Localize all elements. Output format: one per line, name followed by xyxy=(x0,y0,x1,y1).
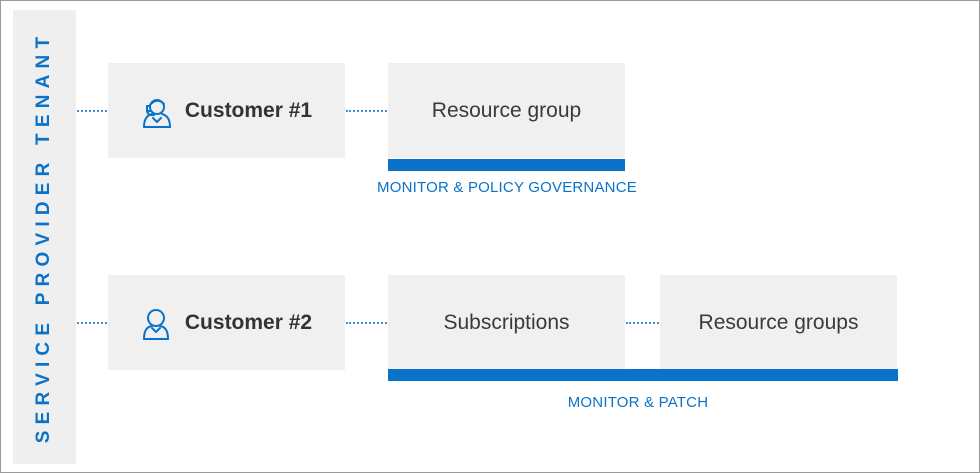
support-agent-icon xyxy=(141,94,171,128)
user-icon xyxy=(141,306,171,340)
resource-group-label: Resource group xyxy=(431,98,582,122)
monitor-patch-caption: MONITOR & PATCH xyxy=(567,394,709,411)
monitor-policy-governance-caption: MONITOR & POLICY GOVERNANCE xyxy=(377,179,637,196)
service-provider-tenant-panel xyxy=(13,10,76,464)
resource-group-box: Resource group xyxy=(388,63,625,158)
resource-groups-label: Resource groups xyxy=(698,310,859,334)
resource-groups-box: Resource groups xyxy=(660,275,897,370)
connector-tenant-customer-2 xyxy=(77,322,107,324)
subscriptions-box: Subscriptions xyxy=(388,275,625,370)
customer-1-box: Customer #1 xyxy=(108,63,345,158)
customer-2-label: Customer #2 xyxy=(184,310,313,334)
subscriptions-label: Subscriptions xyxy=(443,310,570,334)
connector-customer-1-resource-group xyxy=(346,110,387,112)
connector-subscriptions-resource-groups xyxy=(626,322,659,324)
tenant-label: SERVICE PROVIDER TENANT xyxy=(33,30,54,444)
connector-customer-2-subscriptions xyxy=(346,322,387,324)
row-2-accent-bar xyxy=(388,369,898,381)
customer-1-label: Customer #1 xyxy=(184,98,313,122)
connector-tenant-customer-1 xyxy=(77,110,107,112)
customer-2-box: Customer #2 xyxy=(108,275,345,370)
row-1-accent-bar xyxy=(388,159,625,171)
